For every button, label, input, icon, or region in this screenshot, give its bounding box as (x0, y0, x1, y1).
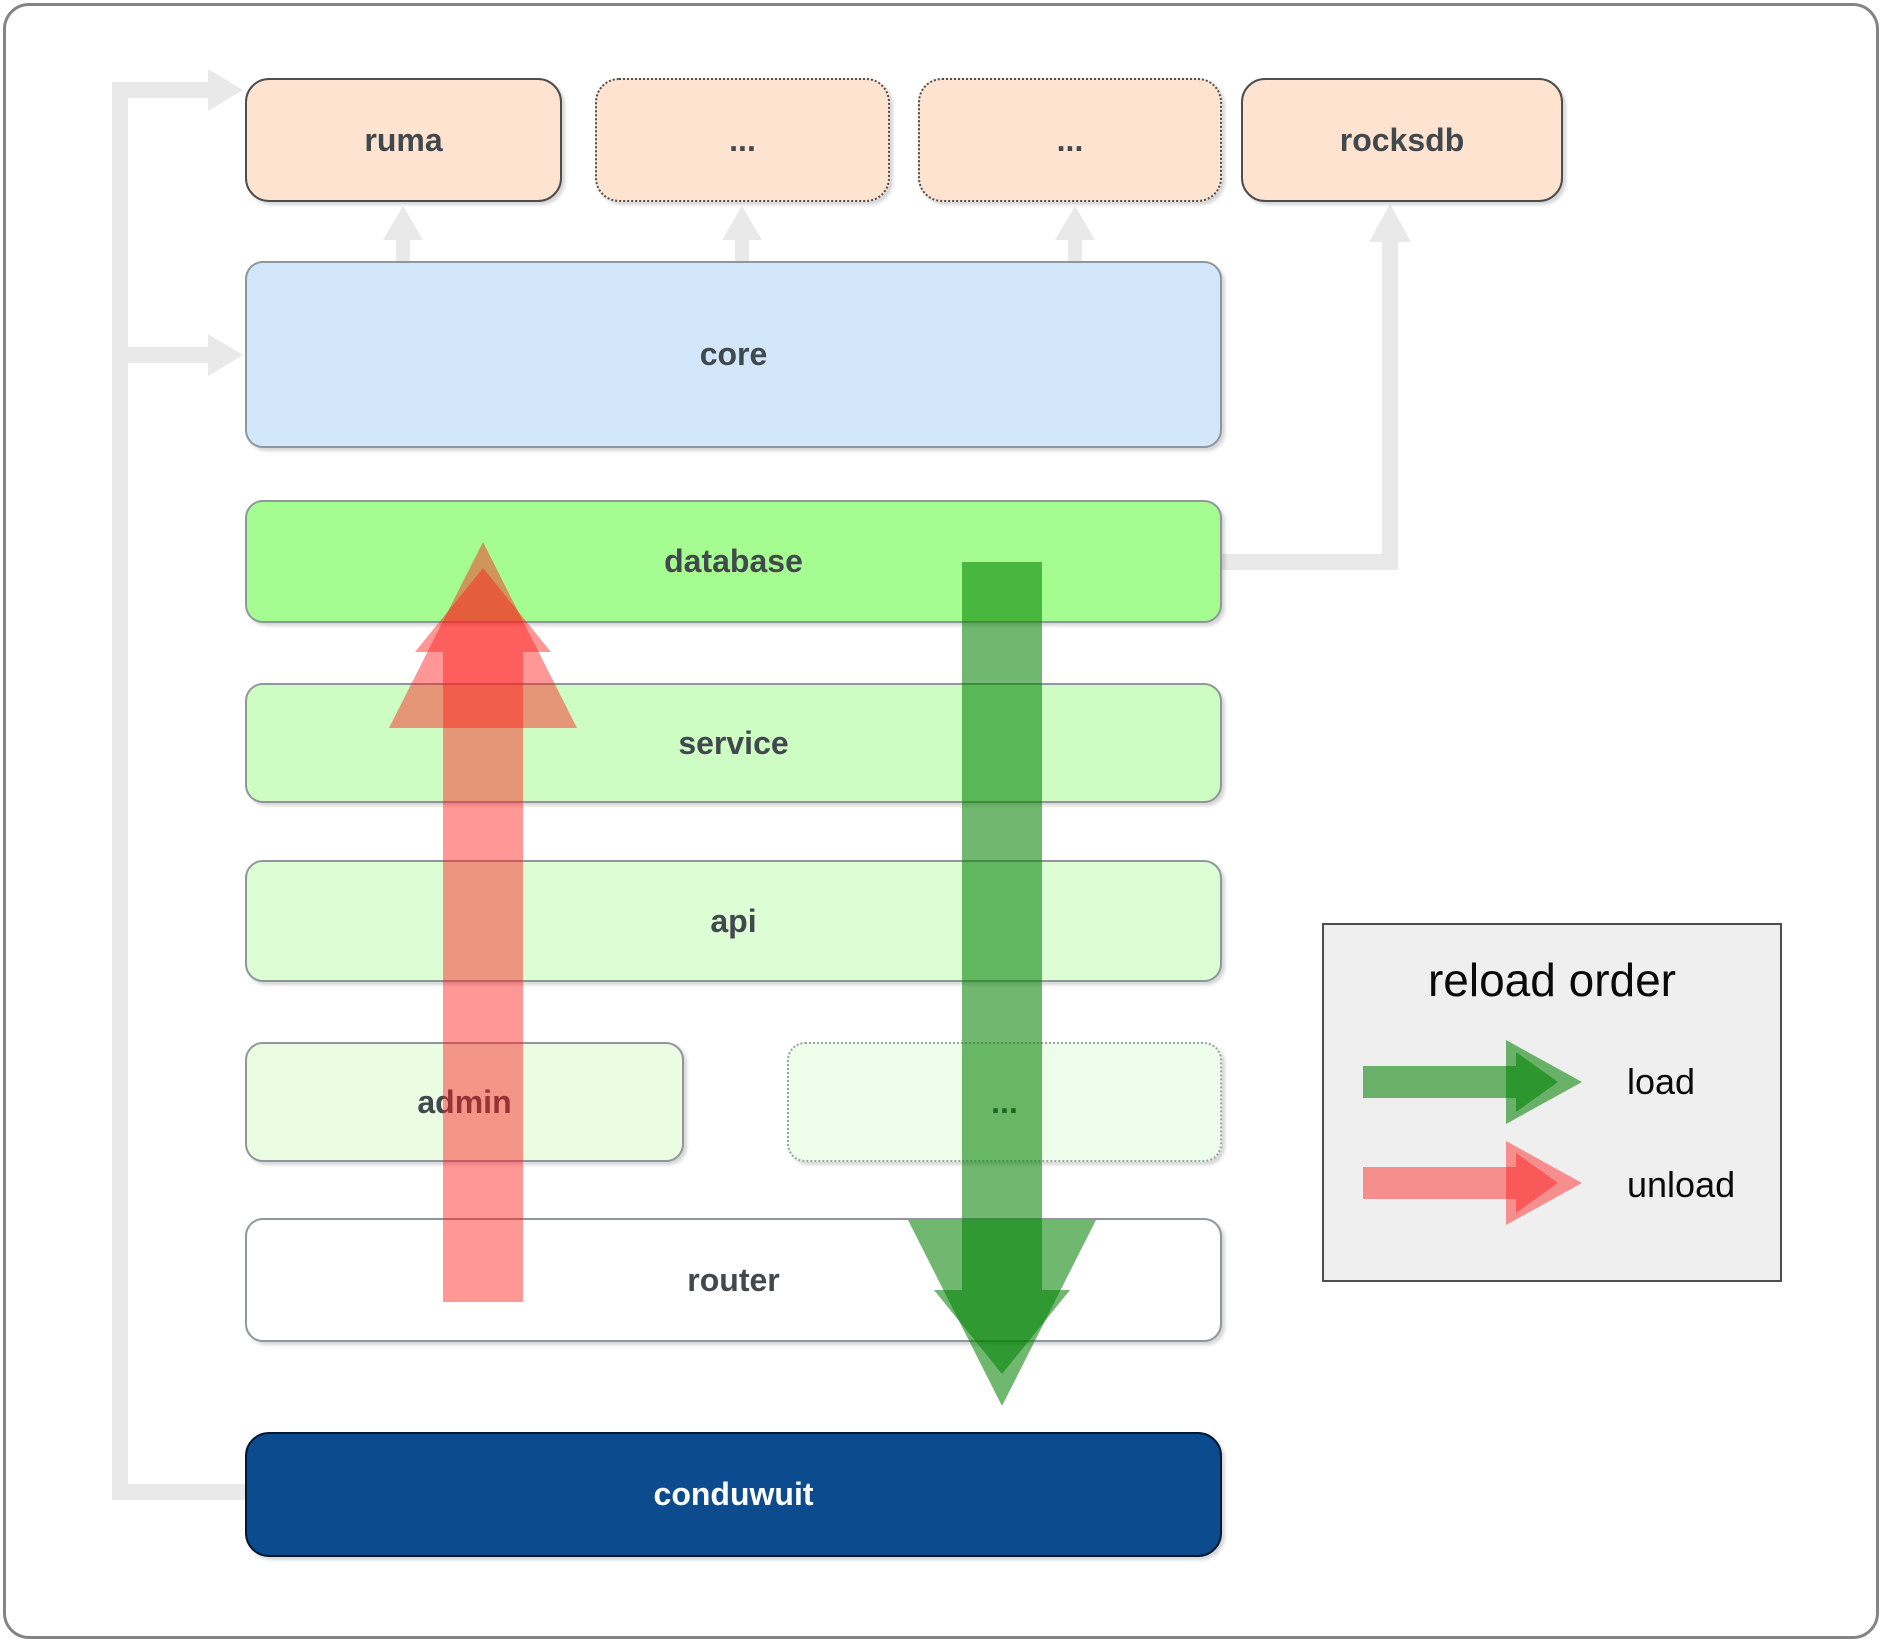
node-ellipsis-bottom: ... (787, 1042, 1222, 1162)
connector-arrowhead-ruma (208, 69, 243, 111)
node-ellipsis-top-2-label: ... (1056, 121, 1084, 158)
node-conduwuit: conduwuit (245, 1432, 1222, 1557)
connector-arrowhead-core-ext1 (722, 206, 762, 240)
node-admin: admin (245, 1042, 684, 1162)
legend-title: reload order (1427, 954, 1677, 1006)
connector-conduwuit-ruma (112, 82, 208, 98)
node-service-label: service (678, 724, 789, 761)
node-ellipsis-bottom-label: ... (991, 1083, 1018, 1120)
connector-core-ext1 (735, 238, 749, 262)
node-conduwuit-label: conduwuit (653, 1476, 814, 1512)
connector-arrowhead-core-ext2 (1055, 206, 1095, 240)
node-ellipsis-top-2: ... (918, 78, 1222, 202)
connector-arrowhead-core (208, 334, 243, 376)
node-core-label: core (699, 336, 768, 372)
node-ellipsis-top-1: ... (595, 78, 890, 202)
connector-arrowhead-rocksdb (1369, 204, 1411, 242)
outer-frame (3, 3, 1879, 1639)
node-core: core (245, 261, 1222, 448)
connector-database-rocksdb-h (1222, 554, 1398, 570)
node-api: api (245, 860, 1222, 982)
connector-conduwuit-core (112, 347, 208, 363)
connector-arrowhead-core-ruma (383, 206, 423, 240)
node-api-label: api (710, 902, 757, 939)
connector-core-ruma (396, 238, 410, 262)
node-ruma-label: ruma (364, 121, 443, 158)
node-rocksdb: rocksdb (1241, 78, 1563, 202)
connector-database-rocksdb-v (1382, 240, 1398, 570)
node-database-label: database (664, 543, 803, 579)
node-service: service (245, 683, 1222, 803)
legend-box: reload order load unload (1322, 923, 1782, 1282)
connector-left-rail (112, 82, 128, 1500)
node-rocksdb-label: rocksdb (1339, 121, 1465, 158)
connector-conduwuit-tail (112, 1484, 246, 1500)
node-admin-label: admin (417, 1083, 512, 1120)
connector-core-ext2 (1068, 238, 1082, 262)
node-database: database (245, 500, 1222, 623)
node-router: router (245, 1218, 1222, 1342)
legend-label-load: load (1627, 1061, 1696, 1102)
node-ruma: ruma (245, 78, 562, 202)
node-router-label: router (687, 1261, 780, 1298)
legend-label-unload: unload (1627, 1164, 1736, 1205)
node-ellipsis-top-1-label: ... (729, 121, 756, 158)
